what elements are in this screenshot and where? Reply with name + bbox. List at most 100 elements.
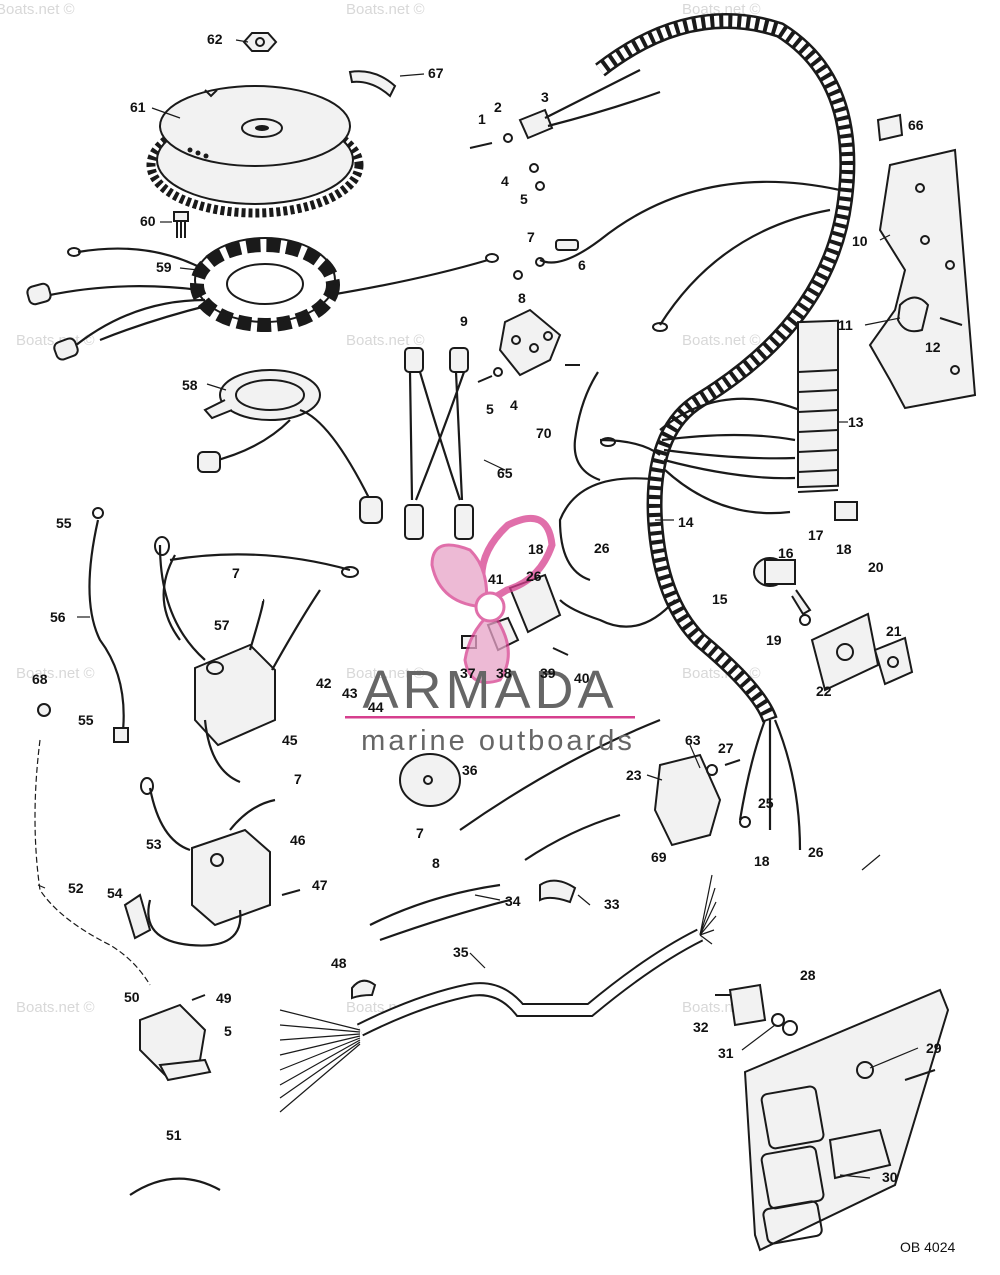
watermark: Boats.net © [0, 1, 75, 18]
watermark: Boats.net © [16, 999, 95, 1016]
callout-26: 26 [594, 540, 610, 556]
watermark: Boats.net © [346, 332, 425, 349]
callout-46: 46 [290, 832, 306, 848]
callout-18: 18 [836, 541, 852, 557]
ground-lead-52 [34, 739, 151, 986]
callout-28: 28 [800, 967, 816, 983]
callout-45: 45 [282, 732, 298, 748]
power-pack-45 [154, 536, 359, 784]
cables-34 [369, 813, 621, 942]
callout-56: 56 [50, 609, 66, 625]
wiring-harness-65 [404, 347, 474, 540]
stator [190, 237, 340, 332]
callout-23: 23 [626, 767, 642, 783]
callout-51: 51 [166, 1127, 182, 1143]
callout-32: 32 [693, 1019, 709, 1035]
brand-name: ARMADA [362, 660, 617, 720]
callout-34: 34 [505, 893, 521, 909]
callout-4: 4 [510, 397, 518, 413]
callout-12: 12 [925, 339, 941, 355]
drawing-code: OB 4024 [900, 1239, 955, 1255]
watermark: Boats.net © [16, 665, 95, 682]
callout-57: 57 [214, 617, 230, 633]
callout-41: 41 [488, 571, 504, 587]
callout-19: 19 [766, 632, 782, 648]
callout-31: 31 [718, 1045, 734, 1061]
mounting-plate-22 [810, 612, 914, 692]
callout-29: 29 [926, 1040, 942, 1056]
callout-2: 2 [494, 99, 502, 115]
callout-61: 61 [130, 99, 146, 115]
cable-36 [459, 718, 661, 831]
callout-40: 40 [574, 670, 590, 686]
callout-25: 25 [758, 795, 774, 811]
callout-70: 70 [536, 425, 552, 441]
ground-strap-56 [37, 507, 129, 743]
watermark: Boats.net © [346, 1, 425, 18]
watermark: Boats.net © [682, 332, 761, 349]
callout-7: 7 [416, 825, 424, 841]
callout-16: 16 [778, 545, 794, 561]
key-switch [753, 557, 812, 626]
callout-59: 59 [156, 259, 172, 275]
callout-3: 3 [541, 89, 549, 105]
solenoid-36 [399, 753, 461, 807]
callout-20: 20 [868, 559, 884, 575]
callouts: 1 2 3 4 5 6 7 8 9 10 11 12 13 14 15 16 1… [32, 31, 955, 1255]
watermark: Boats.net © [346, 665, 425, 682]
main-harness [539, 13, 856, 851]
callout-27: 27 [718, 740, 734, 756]
terminal-block [797, 319, 858, 521]
callout-35: 35 [453, 944, 469, 960]
callout-44: 44 [368, 699, 384, 715]
callout-37: 37 [460, 665, 476, 681]
callout-53: 53 [146, 836, 162, 852]
callout-54: 54 [107, 885, 123, 901]
callout-39: 39 [540, 665, 556, 681]
callout-1: 1 [478, 111, 486, 127]
callout-65: 65 [497, 465, 513, 481]
callout-43: 43 [342, 685, 358, 701]
callout-55: 55 [56, 515, 72, 531]
callout-30: 30 [882, 1169, 898, 1185]
callout-48: 48 [331, 955, 347, 971]
callout-52: 52 [68, 880, 84, 896]
timer-base [197, 369, 383, 524]
callout-17: 17 [808, 527, 824, 543]
callout-5: 5 [486, 401, 494, 417]
coil-boot-54 [123, 893, 152, 940]
starter-solenoid-23 [653, 753, 751, 847]
callout-67: 67 [428, 65, 444, 81]
callout-11: 11 [838, 317, 853, 333]
connector-6 [513, 239, 579, 280]
mounting-bracket [868, 113, 977, 410]
stator-screw [173, 211, 189, 238]
lead-51 [129, 1177, 221, 1196]
callout-7: 7 [232, 565, 240, 581]
callout-4: 4 [501, 173, 509, 189]
neutral-switch-50 [139, 994, 212, 1082]
brand-tagline: marine outboards [361, 725, 635, 757]
rectifier [477, 308, 580, 383]
callout-47: 47 [312, 877, 328, 893]
callout-22: 22 [816, 683, 832, 699]
callout-26: 26 [526, 568, 542, 584]
callout-21: 21 [886, 623, 902, 639]
callout-36: 36 [462, 762, 478, 778]
callout-7: 7 [294, 771, 302, 787]
callout-49: 49 [216, 990, 232, 1006]
flywheel-key [348, 70, 397, 98]
callout-15: 15 [712, 591, 728, 607]
rubber-mount-32 [715, 983, 798, 1036]
callout-8: 8 [518, 290, 526, 306]
callout-68: 68 [32, 671, 48, 687]
callout-26: 26 [808, 844, 824, 860]
stator-leads [26, 247, 499, 361]
callout-18: 18 [528, 541, 544, 557]
callout-38: 38 [496, 665, 512, 681]
callout-66: 66 [908, 117, 924, 133]
callout-33: 33 [604, 896, 620, 912]
power-pack-46 [140, 777, 301, 947]
callout-10: 10 [852, 233, 868, 249]
callout-42: 42 [316, 675, 332, 691]
